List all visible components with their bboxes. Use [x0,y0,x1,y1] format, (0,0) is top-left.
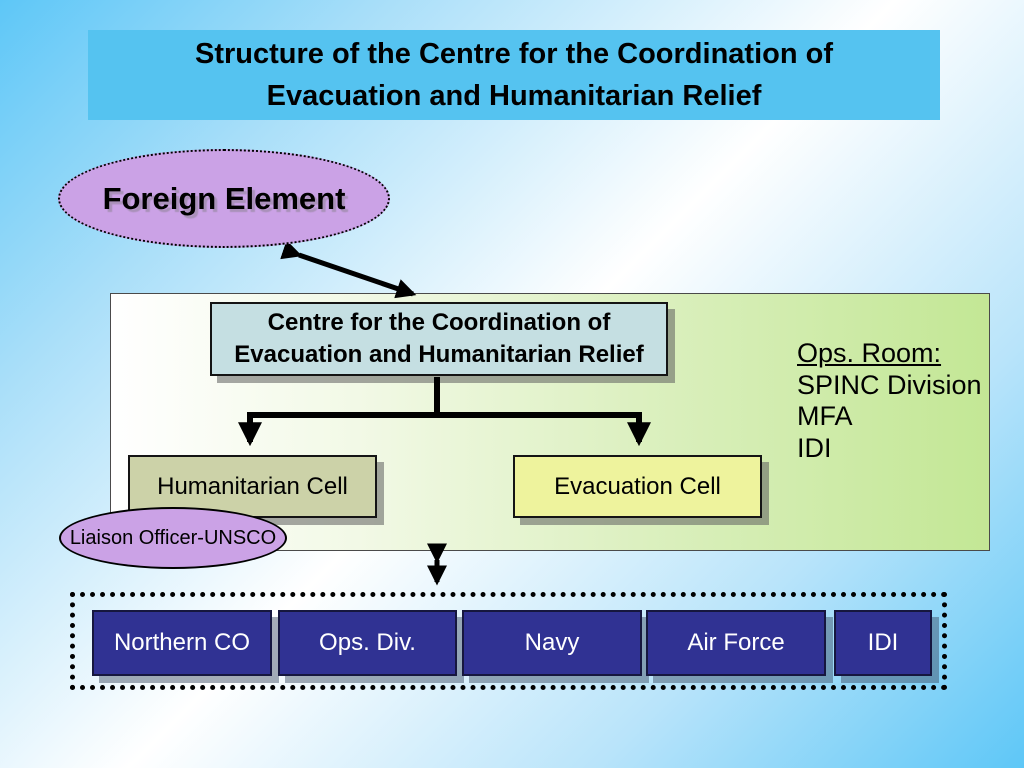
ops-room-line-spinc: SPINC Division [797,369,982,400]
foreign-element-label: Foreign Element [102,180,346,216]
slide-title-bar: Structure of the Centre for the Coordina… [88,30,940,120]
unit-label-idi: IDI [867,629,899,656]
liaison-officer-ellipse: Liaison Officer-UNSCO [59,507,287,569]
evacuation-cell-label: Evacuation Cell [554,472,721,500]
unit-box-northern-co: Northern CO [92,610,272,676]
centre-coordination-label: Centre for the Coordination of Evacuatio… [234,308,644,368]
unit-label-navy: Navy [524,629,580,656]
unit-box-air-force: Air Force [646,610,826,676]
foreign-element-ellipse: Foreign Element [58,149,390,248]
unit-label-northern-co: Northern CO [113,629,251,656]
foreign-to-centre-arrow [280,240,417,299]
liaison-officer-label: Liaison Officer-UNSCO [69,526,277,549]
unit-box-idi: IDI [834,610,932,676]
evacuation-cell-box: Evacuation Cell [513,455,762,518]
units-dashed-frame [70,592,947,690]
unit-label-air-force: Air Force [687,629,785,656]
humanitarian-cell-label: Humanitarian Cell [157,472,348,500]
unit-box-navy: Navy [462,610,642,676]
unit-label-ops-div: Ops. Div. [319,629,416,656]
ops-room-heading: Ops. Room: [797,338,942,368]
ops-room-line-idi: IDI [797,432,832,463]
centre-coordination-box: Centre for the Coordination of Evacuatio… [210,302,668,376]
ops-room-line-mfa: MFA [797,401,853,432]
ops-room-annotation: Ops. Room: SPINC Division MFA IDI [797,338,987,464]
unit-box-ops-div: Ops. Div. [278,610,457,676]
slide-title: Structure of the Centre for the Coordina… [195,37,833,112]
